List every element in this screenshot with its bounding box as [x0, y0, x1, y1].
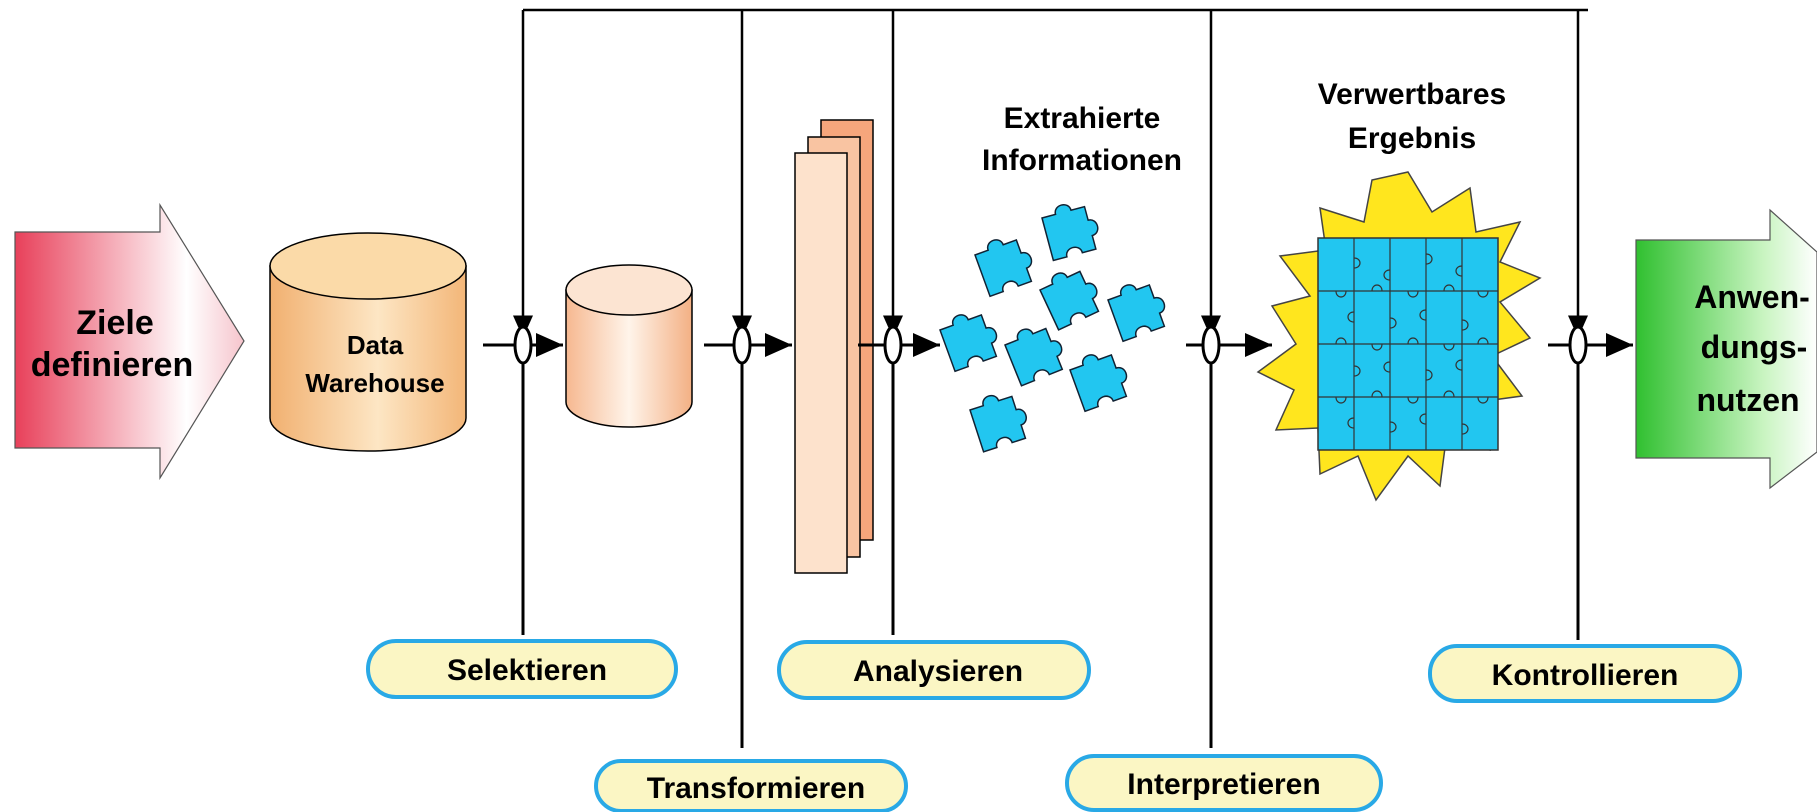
control-node [1568, 325, 1588, 365]
step-control-label: Kontrollieren [1492, 659, 1679, 692]
interpret-node [1201, 325, 1221, 365]
benefit-label-line3: nutzen [1696, 382, 1799, 418]
puzzle-pieces [936, 196, 1173, 453]
step-analyze: Analysieren [777, 640, 1091, 700]
puzzle-piece [966, 386, 1034, 453]
benefit-label-line2: dungs- [1701, 329, 1808, 365]
result-label-line2: Ergebnis [1348, 122, 1476, 155]
warehouse-label-line1: Data [347, 330, 404, 360]
selected-data-cylinder [565, 264, 693, 428]
puzzle-piece [971, 229, 1040, 298]
data-warehouse-cylinder: Data Warehouse [269, 232, 467, 452]
step-select-label: Selektieren [447, 654, 607, 687]
puzzle-piece [1039, 196, 1104, 262]
goal-arrow: Ziele definieren [14, 202, 245, 481]
puzzle-piece [1104, 274, 1173, 343]
step-interpret-label: Interpretieren [1127, 768, 1320, 801]
puzzle-piece [936, 304, 1005, 373]
puzzle-piece [1036, 260, 1107, 331]
analyze-node [883, 325, 903, 365]
feedback-lines [513, 8, 1588, 338]
warehouse-label-line2: Warehouse [305, 368, 444, 398]
goal-label-line1: Ziele [76, 304, 153, 342]
benefit-arrow: Anwen- dungs- nutzen [1635, 208, 1817, 490]
step-analyze-label: Analysieren [853, 655, 1023, 688]
step-interpret: Interpretieren [1065, 754, 1383, 812]
result-starburst [1256, 171, 1542, 502]
select-node [513, 325, 533, 365]
step-transform: Transformieren [594, 759, 908, 812]
benefit-label-line1: Anwen- [1694, 279, 1810, 315]
transformed-data-stack [794, 119, 874, 574]
result-label-line1: Verwertbares [1318, 78, 1506, 111]
step-stems [521, 363, 1580, 748]
extracted-label-line2: Informationen [982, 144, 1182, 177]
transform-node [732, 325, 752, 365]
puzzle-piece [1066, 344, 1135, 413]
step-select: Selektieren [366, 639, 678, 699]
extracted-label-line1: Extrahierte [1004, 102, 1161, 135]
step-control: Kontrollieren [1428, 644, 1742, 703]
step-transform-label: Transformieren [647, 772, 865, 805]
goal-label-line2: definieren [31, 346, 193, 384]
